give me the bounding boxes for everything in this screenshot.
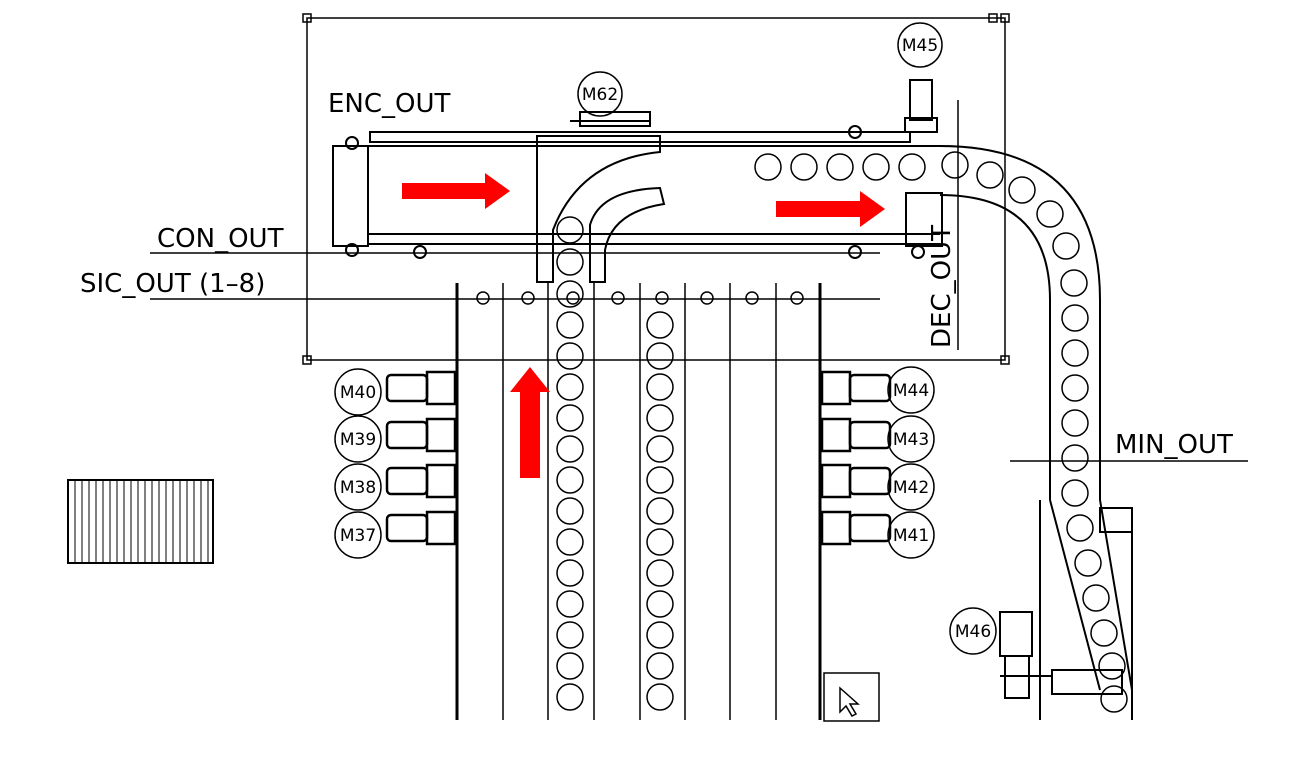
enc-out-label: ENC_OUT [328, 89, 451, 119]
motor-m42-label: M42 [893, 478, 929, 498]
motor-m62: M62 [577, 71, 623, 117]
motor-m38-label: M38 [340, 478, 376, 498]
motor-m41-label: M41 [893, 526, 929, 546]
motor-m39: M39 [334, 415, 382, 463]
dec-out-label: DEC_OUT [927, 225, 957, 348]
outer-frame [302, 13, 1010, 365]
lane-bottles-1 [556, 216, 584, 711]
m45-motor [904, 79, 938, 133]
motor-m43: M43 [887, 415, 935, 463]
motor-m41: M41 [887, 511, 935, 559]
cursor-arrow-icon [839, 686, 860, 717]
motor-m40-label: M40 [340, 383, 376, 403]
horizontal-bottles [754, 153, 926, 181]
lane-bottles-2 [646, 311, 674, 711]
curved-conveyor [939, 100, 1133, 720]
label-lines [150, 252, 1248, 462]
left-motor-bank [385, 370, 457, 546]
motor-m45-label: M45 [902, 36, 938, 56]
min-out-label: MIN_OUT [1115, 430, 1233, 460]
sic-out-label: SIC_OUT (1–8) [80, 269, 265, 299]
motor-m39-label: M39 [340, 430, 376, 450]
motor-m45: M45 [897, 22, 943, 68]
motor-m37-label: M37 [340, 526, 376, 546]
vertical-conveyor [455, 216, 822, 720]
motor-m46-label: M46 [955, 622, 991, 642]
m46-motor [999, 611, 1052, 699]
motor-m43-label: M43 [893, 430, 929, 450]
motor-m62-label: M62 [582, 85, 618, 105]
motor-m38: M38 [334, 463, 382, 511]
motor-m40: M40 [334, 368, 382, 416]
red-flow-arrow-icon [402, 173, 885, 478]
horizontal-conveyor [332, 111, 943, 283]
motor-m42: M42 [887, 463, 935, 511]
cursor-box [823, 672, 880, 722]
motor-m46: M46 [949, 607, 997, 655]
motor-m44-label: M44 [893, 381, 929, 401]
con-out-label: CON_OUT [157, 224, 284, 254]
motor-m37: M37 [334, 511, 382, 559]
motor-m44: M44 [887, 366, 935, 414]
belt-sample [67, 479, 214, 564]
right-motor-bank [820, 370, 892, 546]
